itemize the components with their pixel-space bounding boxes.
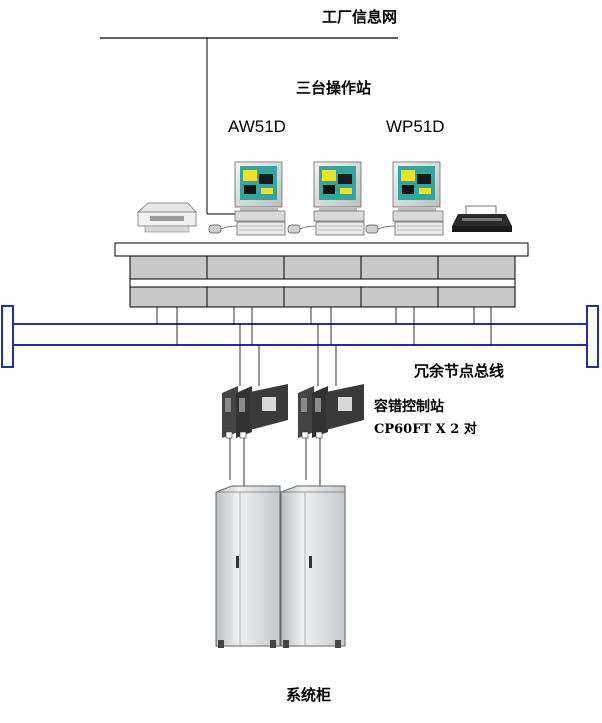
redundant-node-bus: [1, 305, 599, 368]
control-cabinet-links: [229, 438, 321, 488]
operator-stations-label: 三台操作站: [296, 79, 372, 97]
console-bus-taps: [156, 307, 492, 345]
operator-console: [114, 242, 529, 308]
inkjet-printer-icon: [136, 202, 197, 233]
aw-station-label: AW51D: [228, 117, 286, 136]
cabinet-right: [280, 485, 346, 648]
control-processor-icon: [222, 384, 364, 439]
bus-control-taps: [239, 324, 337, 386]
dot-matrix-printer-icon: [452, 205, 512, 232]
fault-tolerant-station-label: 容错控制站: [374, 399, 444, 415]
control-module-pair-2: [298, 384, 364, 439]
system-cabinet-icon: [215, 485, 346, 648]
workstation-2: [287, 161, 365, 236]
control-module-pair-1: [222, 384, 288, 439]
redundant-bus-label: 冗余节点总线: [414, 362, 505, 380]
system-cabinet-label: 系统柜: [286, 686, 332, 704]
wp-station-label: WP51D: [386, 117, 445, 136]
workstation-1: [208, 161, 286, 236]
factory-network: [100, 37, 398, 215]
cabinet-left: [215, 485, 281, 648]
cp-model-label: CP60FT X 2 对: [374, 422, 477, 437]
factory-network-label: 工厂信息网: [322, 8, 398, 26]
workstation-3: [365, 161, 444, 236]
